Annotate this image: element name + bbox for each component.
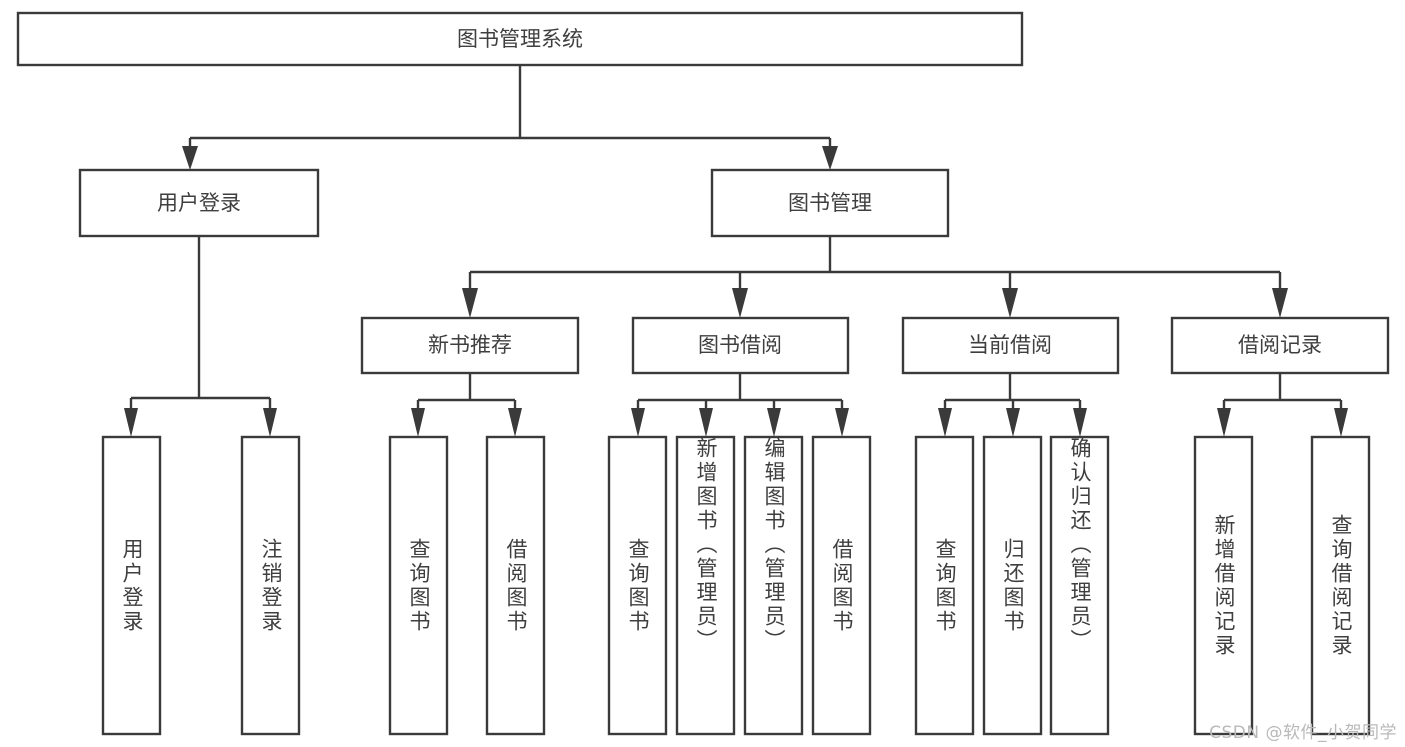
arrowhead-leaf-user-login-1 bbox=[263, 408, 277, 437]
node-book-borrow[interactable] bbox=[631, 316, 850, 375]
connector-layer bbox=[124, 65, 1348, 437]
arrowhead-leaf-book-borrow-0 bbox=[631, 408, 645, 437]
arrowhead-leaf-current-borrow-0 bbox=[938, 408, 952, 437]
arrowhead-leaf-book-borrow-1 bbox=[699, 408, 713, 437]
arrowhead-leaf-book-borrow-3 bbox=[835, 408, 849, 437]
arrowhead-leaf-user-login-0 bbox=[124, 408, 138, 437]
arrowhead-book-manage bbox=[822, 146, 838, 170]
node-borrow-record[interactable] bbox=[1170, 316, 1390, 375]
arrowhead-leaf-borrow-record-0 bbox=[1217, 408, 1231, 437]
arrowhead-borrow-record bbox=[1272, 288, 1288, 318]
leaf-box-borrow-record-1[interactable] bbox=[1310, 435, 1371, 736]
arrowhead-leaf-borrow-record-1 bbox=[1334, 408, 1348, 437]
leaf-box-book-borrow-1[interactable] bbox=[675, 435, 736, 736]
arrowhead-new-book-rec bbox=[462, 288, 478, 318]
leaf-box-borrow-record-0[interactable] bbox=[1193, 435, 1254, 736]
arrowhead-current-borrow bbox=[1002, 288, 1018, 318]
node-borrow-record-label: 借阅记录 bbox=[1238, 333, 1322, 357]
arrowhead-leaf-current-borrow-2 bbox=[1073, 408, 1087, 437]
arrowhead-user-login bbox=[182, 146, 198, 170]
leaf-box-new-book-rec-1[interactable] bbox=[485, 435, 546, 736]
node-current-borrow-label: 当前借阅 bbox=[968, 333, 1052, 357]
leaf-box-book-borrow-2[interactable] bbox=[743, 435, 804, 736]
csdn-watermark: CSDN @软件_小贺同学 bbox=[1209, 723, 1397, 743]
node-book-manage-label: 图书管理 bbox=[788, 191, 872, 215]
node-root[interactable] bbox=[16, 11, 1024, 67]
arrowhead-leaf-current-borrow-1 bbox=[1006, 408, 1020, 437]
node-user-login[interactable] bbox=[78, 168, 320, 238]
leaf-box-book-borrow-0[interactable] bbox=[607, 435, 668, 736]
node-new-book-rec[interactable] bbox=[360, 316, 580, 375]
node-root-label: 图书管理系统 bbox=[457, 27, 583, 51]
node-book-borrow-label: 图书借阅 bbox=[698, 333, 782, 357]
node-layer: 图书管理系统 用户登录 图书管理 新书推荐 图书借阅 当前借阅 借阅记录 bbox=[16, 11, 1390, 736]
arrowhead-book-borrow bbox=[732, 288, 748, 318]
node-current-borrow[interactable] bbox=[901, 316, 1120, 375]
leaf-box-user-login-1[interactable] bbox=[240, 435, 301, 736]
node-user-login-label: 用户登录 bbox=[157, 191, 241, 215]
leaf-box-current-borrow-0[interactable] bbox=[914, 435, 975, 736]
leaf-box-user-login-0[interactable] bbox=[101, 435, 162, 736]
node-new-book-rec-label: 新书推荐 bbox=[428, 333, 512, 357]
arrowhead-leaf-new-book-rec-0 bbox=[411, 408, 425, 437]
leaf-box-new-book-rec-0[interactable] bbox=[388, 435, 449, 736]
arrowhead-leaf-book-borrow-2 bbox=[767, 408, 781, 437]
leaf-box-current-borrow-1[interactable] bbox=[982, 435, 1043, 736]
arrowhead-leaf-new-book-rec-1 bbox=[508, 408, 522, 437]
leaf-box-book-borrow-3[interactable] bbox=[811, 435, 872, 736]
leaf-box-current-borrow-2[interactable] bbox=[1049, 435, 1110, 736]
node-book-manage[interactable] bbox=[710, 168, 950, 238]
